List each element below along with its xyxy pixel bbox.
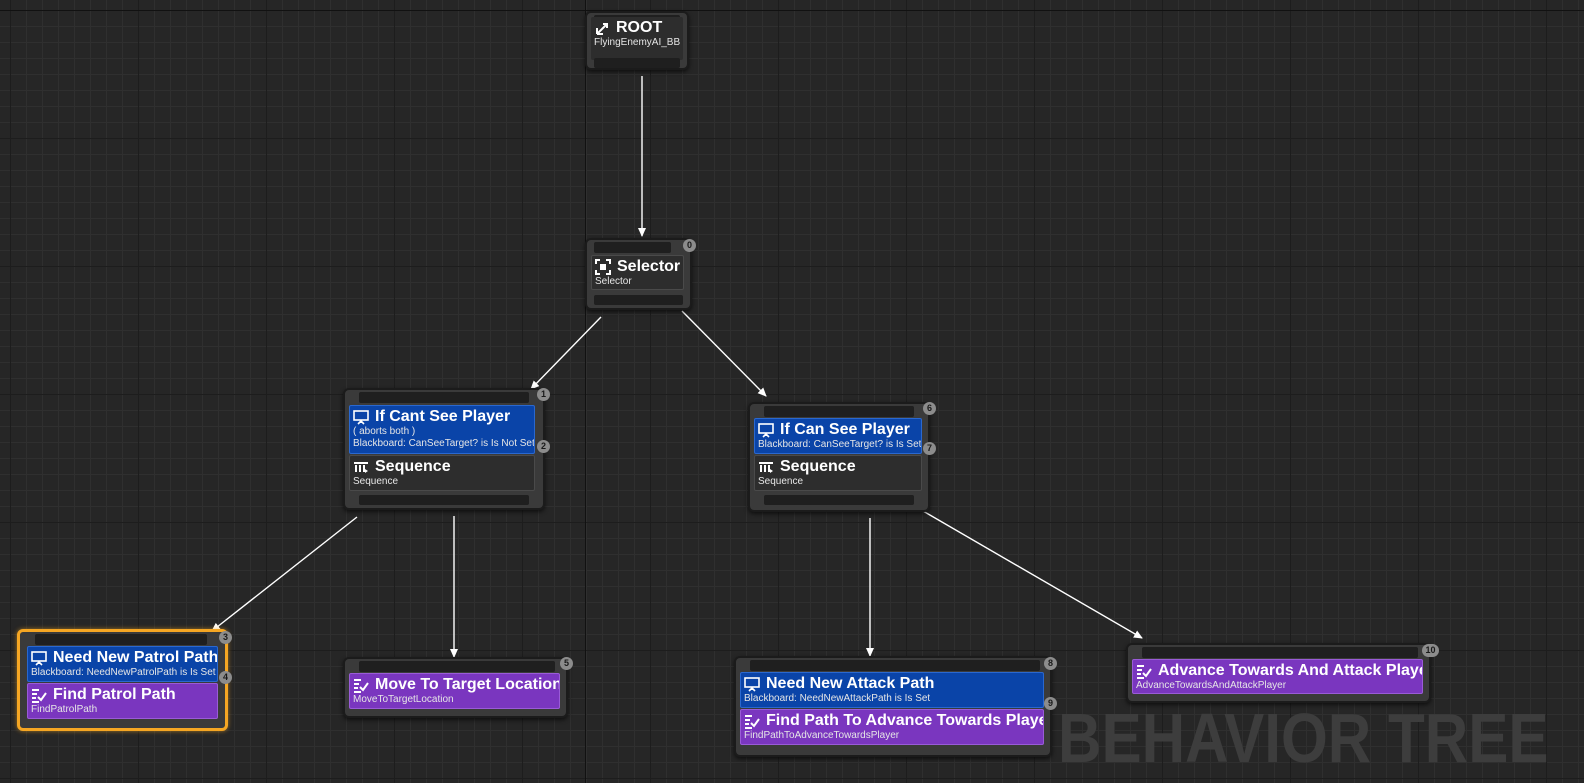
- root-output-pin[interactable]: [594, 58, 680, 68]
- selector-input-pin[interactable]: [594, 242, 671, 253]
- right-sequence-input-pin[interactable]: [764, 406, 914, 417]
- move-to-target-location-title: Move To Target Location: [375, 676, 560, 693]
- need-new-attack-path-condition: Blackboard: NeedNewAttackPath is Is Set: [744, 693, 931, 704]
- root-icon: [594, 20, 610, 36]
- move-to-target-location-task[interactable]: Move To Target Location MoveToTargetLoca…: [349, 673, 560, 709]
- edge-selector-to-left-sequence: [530, 316, 602, 390]
- edge-selector-to-right-sequence: [681, 310, 767, 397]
- attack-path-input-pin[interactable]: [750, 660, 1040, 671]
- advance-towards-and-attack-node[interactable]: Advance Towards And Attack Player Advanc…: [1126, 643, 1431, 703]
- need-new-attack-path-title: Need New Attack Path: [766, 675, 935, 692]
- need-new-patrol-path-decorator[interactable]: Need New Patrol Path Blackboard: NeedNew…: [27, 646, 218, 682]
- move-input-pin[interactable]: [359, 661, 555, 672]
- left-sequence-output-pin[interactable]: [359, 495, 529, 505]
- find-path-to-advance-node[interactable]: Need New Attack Path Blackboard: NeedNew…: [734, 656, 1052, 757]
- advance-towards-and-attack-task[interactable]: Advance Towards And Attack Player Advanc…: [1132, 659, 1423, 694]
- find-path-to-advance-subtitle: FindPathToAdvanceTowardsPlayer: [744, 730, 900, 741]
- right-sequence-subtitle: Sequence: [758, 476, 804, 487]
- root-title: ROOT: [616, 19, 663, 36]
- if-cant-see-player-aborts: ( aborts both ): [353, 426, 416, 437]
- graph-origin-vertical-line: [585, 0, 586, 783]
- selector-subtitle: Selector: [595, 276, 632, 287]
- if-cant-see-player-execution-index: 2: [537, 440, 550, 453]
- left-sequence-subtitle: Sequence: [353, 476, 399, 487]
- task-icon: [31, 687, 47, 703]
- advance-input-pin[interactable]: [1142, 647, 1418, 658]
- blackboard-icon: [744, 676, 760, 692]
- advance-node-execution-index: 10: [1422, 644, 1439, 657]
- move-node-execution-index: 5: [560, 657, 573, 670]
- left-sequence-title: Sequence: [375, 458, 451, 475]
- blackboard-icon: [31, 650, 47, 666]
- need-new-attack-path-execution-index: 9: [1044, 697, 1057, 710]
- if-cant-see-player-title: If Cant See Player: [375, 408, 511, 425]
- selector-icon: [595, 259, 611, 275]
- selector-title: Selector: [617, 258, 681, 275]
- if-can-see-player-title: If Can See Player: [780, 421, 910, 438]
- left-sequence-node[interactable]: If Cant See Player ( aborts both ) Black…: [343, 388, 545, 510]
- right-sequence-card[interactable]: Sequence Sequence: [754, 455, 922, 491]
- find-path-to-advance-task[interactable]: Find Path To Advance Towards Player Find…: [740, 709, 1044, 745]
- task-icon: [744, 713, 760, 729]
- find-patrol-path-node[interactable]: Need New Patrol Path Blackboard: NeedNew…: [17, 629, 228, 731]
- task-icon: [1136, 663, 1152, 679]
- move-to-target-location-node[interactable]: Move To Target Location MoveToTargetLoca…: [343, 657, 568, 718]
- selector-card[interactable]: Selector Selector: [591, 255, 684, 290]
- right-sequence-node[interactable]: If Can See Player Blackboard: CanSeeTarg…: [748, 402, 930, 512]
- edge-left-sequence-to-patrol: [211, 516, 358, 632]
- left-sequence-input-pin[interactable]: [359, 392, 529, 403]
- left-sequence-card[interactable]: Sequence Sequence: [349, 455, 535, 491]
- if-cant-see-player-condition: Blackboard: CanSeeTarget? is Is Not Set: [353, 438, 535, 449]
- root-subtitle: FlyingEnemyAI_BB: [594, 37, 681, 48]
- selector-output-pin[interactable]: [594, 295, 683, 305]
- if-can-see-player-condition: Blackboard: CanSeeTarget? is Is Set: [758, 439, 922, 450]
- need-new-attack-path-decorator[interactable]: Need New Attack Path Blackboard: NeedNew…: [740, 672, 1044, 708]
- edge-right-sequence-to-advance: [922, 510, 1143, 639]
- advance-towards-and-attack-title: Advance Towards And Attack Player: [1158, 662, 1423, 679]
- if-cant-see-player-decorator[interactable]: If Cant See Player ( aborts both ) Black…: [349, 405, 535, 454]
- right-sequence-title: Sequence: [780, 458, 856, 475]
- need-new-patrol-path-execution-index: 4: [219, 671, 232, 684]
- if-can-see-player-execution-index: 7: [923, 442, 936, 455]
- if-can-see-player-decorator[interactable]: If Can See Player Blackboard: CanSeeTarg…: [754, 418, 922, 454]
- advance-towards-and-attack-subtitle: AdvanceTowardsAndAttackPlayer: [1136, 680, 1287, 691]
- task-icon: [353, 677, 369, 693]
- find-patrol-path-subtitle: FindPatrolPath: [31, 704, 98, 715]
- graph-origin-horizontal-line: [0, 10, 1584, 11]
- root-node[interactable]: ROOT FlyingEnemyAI_BB: [585, 11, 689, 70]
- sequence-icon: [758, 459, 774, 475]
- behavior-tree-watermark: BEHAVIOR TREE: [1058, 699, 1549, 777]
- sequence-icon: [353, 459, 369, 475]
- blackboard-icon: [758, 422, 774, 438]
- need-new-patrol-path-condition: Blackboard: NeedNewPatrolPath is Is Set: [31, 667, 216, 678]
- right-sequence-output-pin[interactable]: [764, 495, 914, 505]
- selector-node[interactable]: Selector Selector: [585, 238, 692, 310]
- selector-execution-index: 0: [683, 239, 696, 252]
- left-sequence-execution-index: 1: [537, 388, 550, 401]
- attack-path-node-execution-index: 8: [1044, 657, 1057, 670]
- need-new-patrol-path-title: Need New Patrol Path: [53, 649, 218, 666]
- find-path-to-advance-title: Find Path To Advance Towards Player: [766, 712, 1044, 729]
- right-sequence-execution-index: 6: [923, 402, 936, 415]
- patrol-input-pin[interactable]: [35, 634, 207, 645]
- find-patrol-path-title: Find Patrol Path: [53, 686, 176, 703]
- blackboard-icon: [353, 409, 369, 425]
- find-patrol-path-task[interactable]: Find Patrol Path FindPatrolPath: [27, 683, 218, 719]
- root-card[interactable]: ROOT FlyingEnemyAI_BB: [591, 17, 683, 60]
- move-to-target-location-subtitle: MoveToTargetLocation: [353, 694, 454, 705]
- patrol-node-execution-index: 3: [219, 631, 232, 644]
